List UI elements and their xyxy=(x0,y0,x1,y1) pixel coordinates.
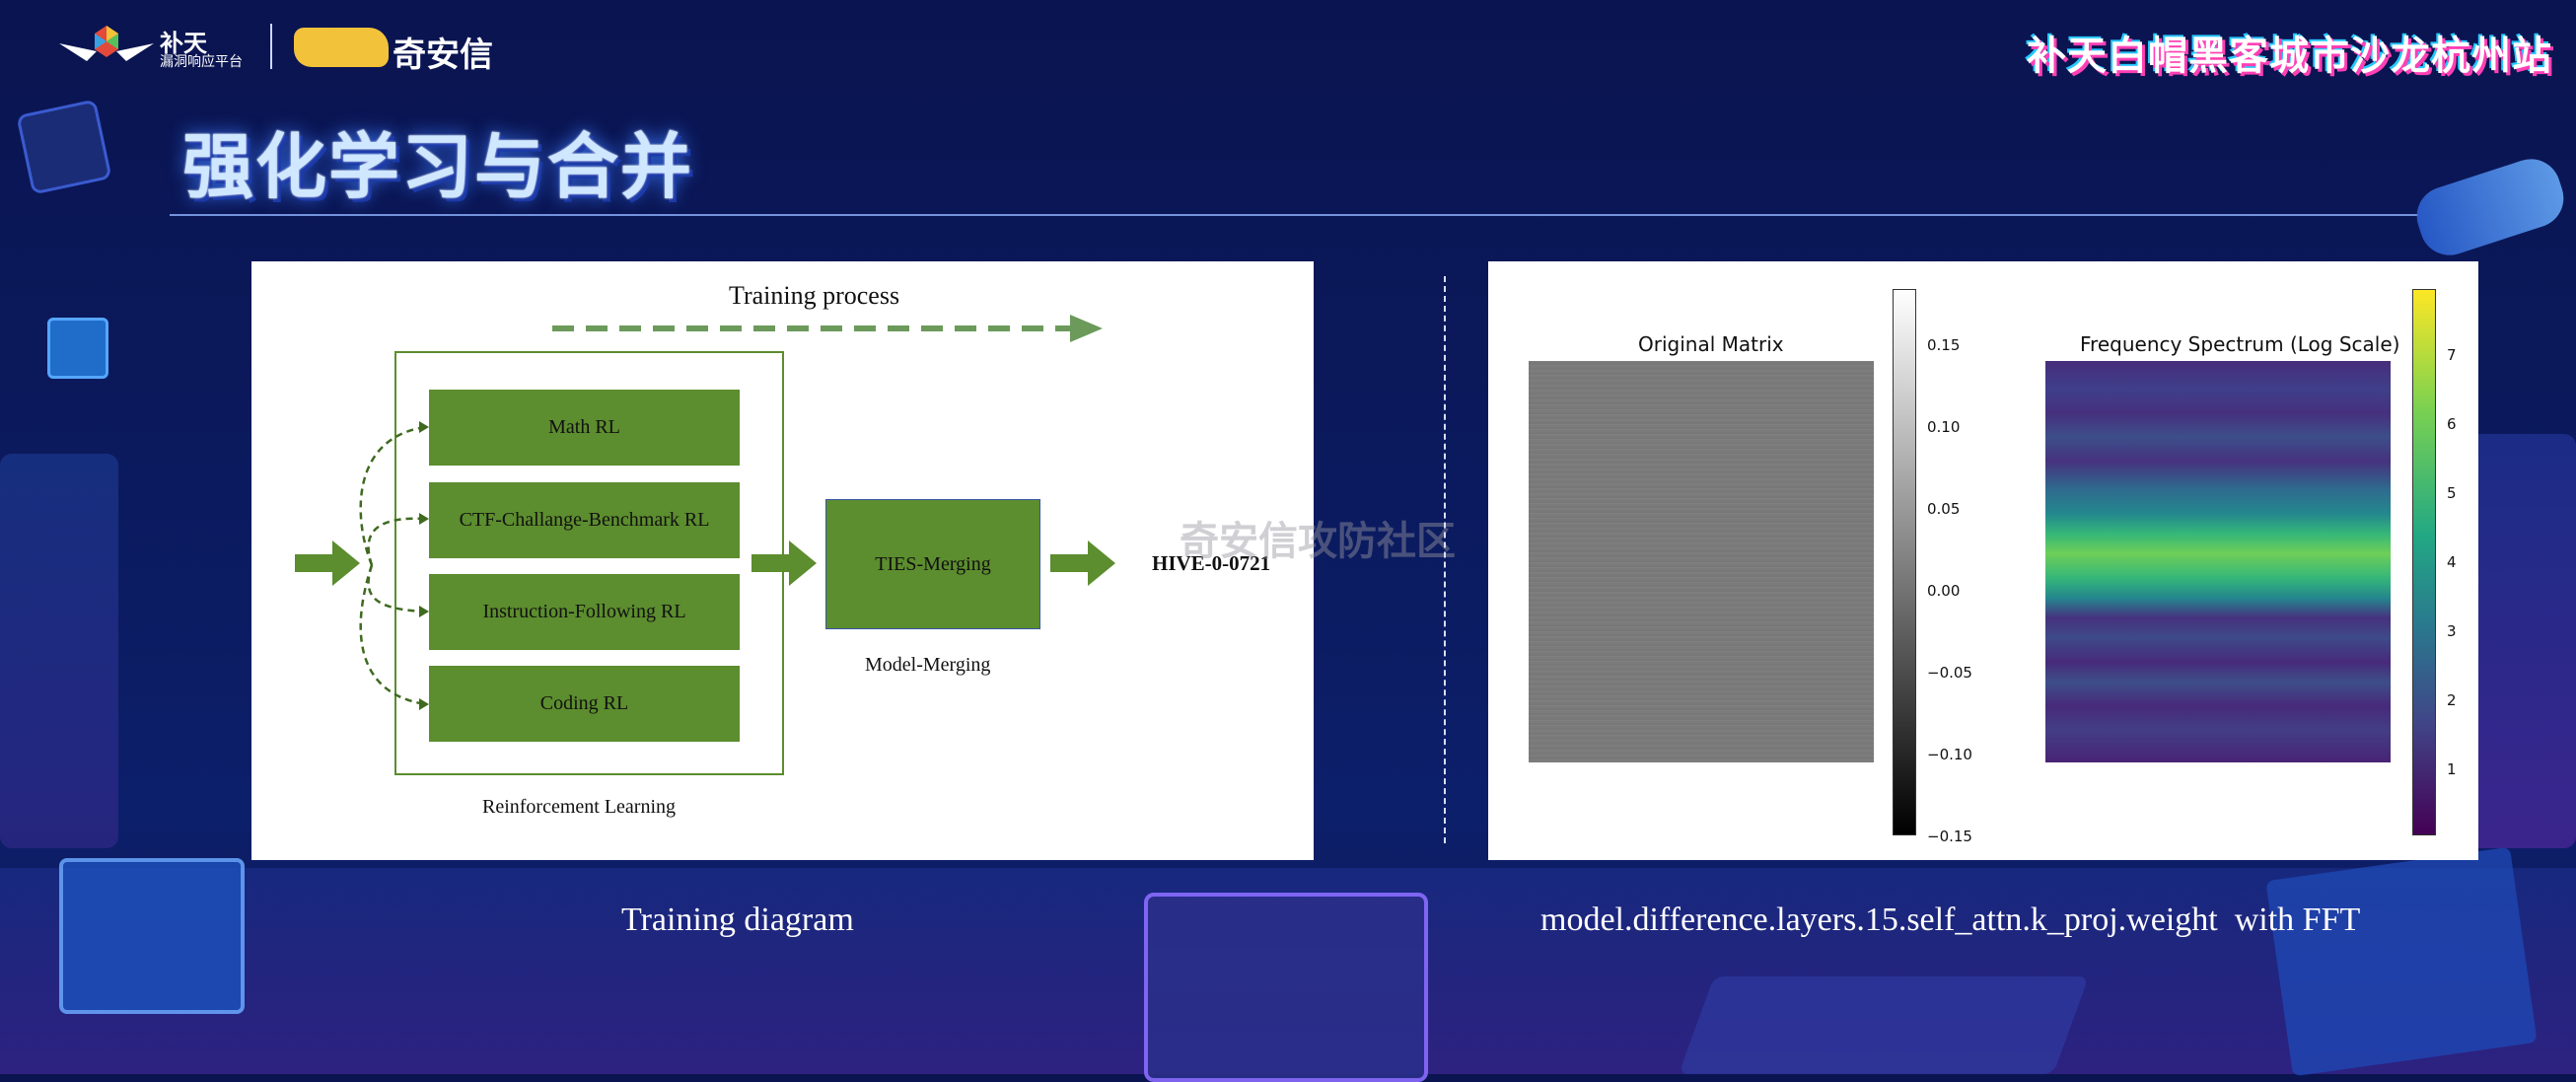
training-process-label: Training process xyxy=(729,281,900,310)
training-diagram-panel: Training process Math RL CTF-Challange-B… xyxy=(251,261,1314,860)
input-arrow xyxy=(295,541,360,586)
watermark: 奇安信攻防社区 xyxy=(1180,519,1456,564)
title-rule xyxy=(170,214,2418,216)
event-banner: 补天白帽黑客城市沙龙杭州站 xyxy=(2027,34,2552,79)
matrix-tick-0: 0.15 xyxy=(1927,336,1961,354)
qianxin-mascot-icon xyxy=(294,28,389,67)
spectrum-tick-1: 6 xyxy=(2447,415,2457,433)
ties-merging-box: TIES-Merging xyxy=(825,499,1040,629)
butian-name: 补天 xyxy=(160,30,207,57)
spectrum-tick-4: 3 xyxy=(2447,622,2457,640)
rl-box-coding: Coding RL xyxy=(429,666,740,742)
decor-keyboard xyxy=(1678,976,2090,1074)
matrix-tick-4: −0.05 xyxy=(1927,664,1972,682)
branch-arrows xyxy=(359,421,429,710)
rl-box-instruction: Instruction-Following RL xyxy=(429,574,740,650)
matrix-tick-2: 0.05 xyxy=(1927,500,1961,518)
panel-divider xyxy=(1444,276,1446,843)
spectrum-tick-5: 2 xyxy=(2447,691,2457,709)
logo-separator xyxy=(270,24,272,69)
decor-computer xyxy=(59,858,245,1014)
matrix-tick-1: 0.10 xyxy=(1927,418,1961,436)
spectrum-tick-2: 5 xyxy=(2447,484,2457,502)
left-caption: Training diagram xyxy=(621,902,854,938)
qianxin-logo: 奇安信 xyxy=(294,26,531,75)
spectrum-title: Frequency Spectrum (Log Scale) xyxy=(2080,332,2400,356)
training-process-arrow xyxy=(552,315,1103,342)
spectrum-tick-0: 7 xyxy=(2447,346,2457,364)
rl-box-ctf: CTF-Challange-Benchmark RL xyxy=(429,482,740,558)
decor-telescope-icon xyxy=(2408,151,2572,263)
butian-subtitle: 漏洞响应平台 xyxy=(160,54,243,70)
rl-to-merge-arrow xyxy=(751,541,817,586)
rl-box-math: Math RL xyxy=(429,390,740,466)
model-merging-label: Model-Merging xyxy=(865,654,991,676)
matrix-tick-5: −0.10 xyxy=(1927,746,1972,763)
decor-laptop xyxy=(1144,893,1428,1082)
slide-title: 强化学习与合并 xyxy=(182,125,694,208)
butian-wing-icon xyxy=(59,26,154,61)
matrix-title: Original Matrix xyxy=(1638,332,1784,356)
matrix-tick-6: −0.15 xyxy=(1927,828,1972,845)
output-model-label: HIVE-0-0721 xyxy=(1152,551,1271,575)
decor-left-tower xyxy=(0,454,118,848)
qianxin-name: 奇安信 xyxy=(393,36,493,75)
right-caption: model.difference.layers.15.self_attn.k_p… xyxy=(1540,902,2361,938)
spectrum-tick-3: 4 xyxy=(2447,553,2457,571)
spectrum-tick-6: 1 xyxy=(2447,760,2457,778)
original-matrix-image xyxy=(1529,361,1874,762)
matrix-colorbar xyxy=(1893,289,1916,835)
merge-to-output-arrow xyxy=(1050,541,1115,586)
matrix-tick-3: 0.00 xyxy=(1927,582,1961,600)
frequency-spectrum-image xyxy=(2045,361,2391,762)
spectrum-colorbar xyxy=(2412,289,2436,835)
decor-device-icon xyxy=(16,99,112,195)
decor-chip-icon xyxy=(47,318,108,379)
butian-logo: 补天 漏洞响应平台 xyxy=(57,22,254,71)
fft-panel: Original Matrix 0.15 0.10 0.05 0.00 −0.0… xyxy=(1488,261,2478,860)
decor-panel-right xyxy=(2265,846,2538,1077)
rl-group-label: Reinforcement Learning xyxy=(482,796,677,818)
